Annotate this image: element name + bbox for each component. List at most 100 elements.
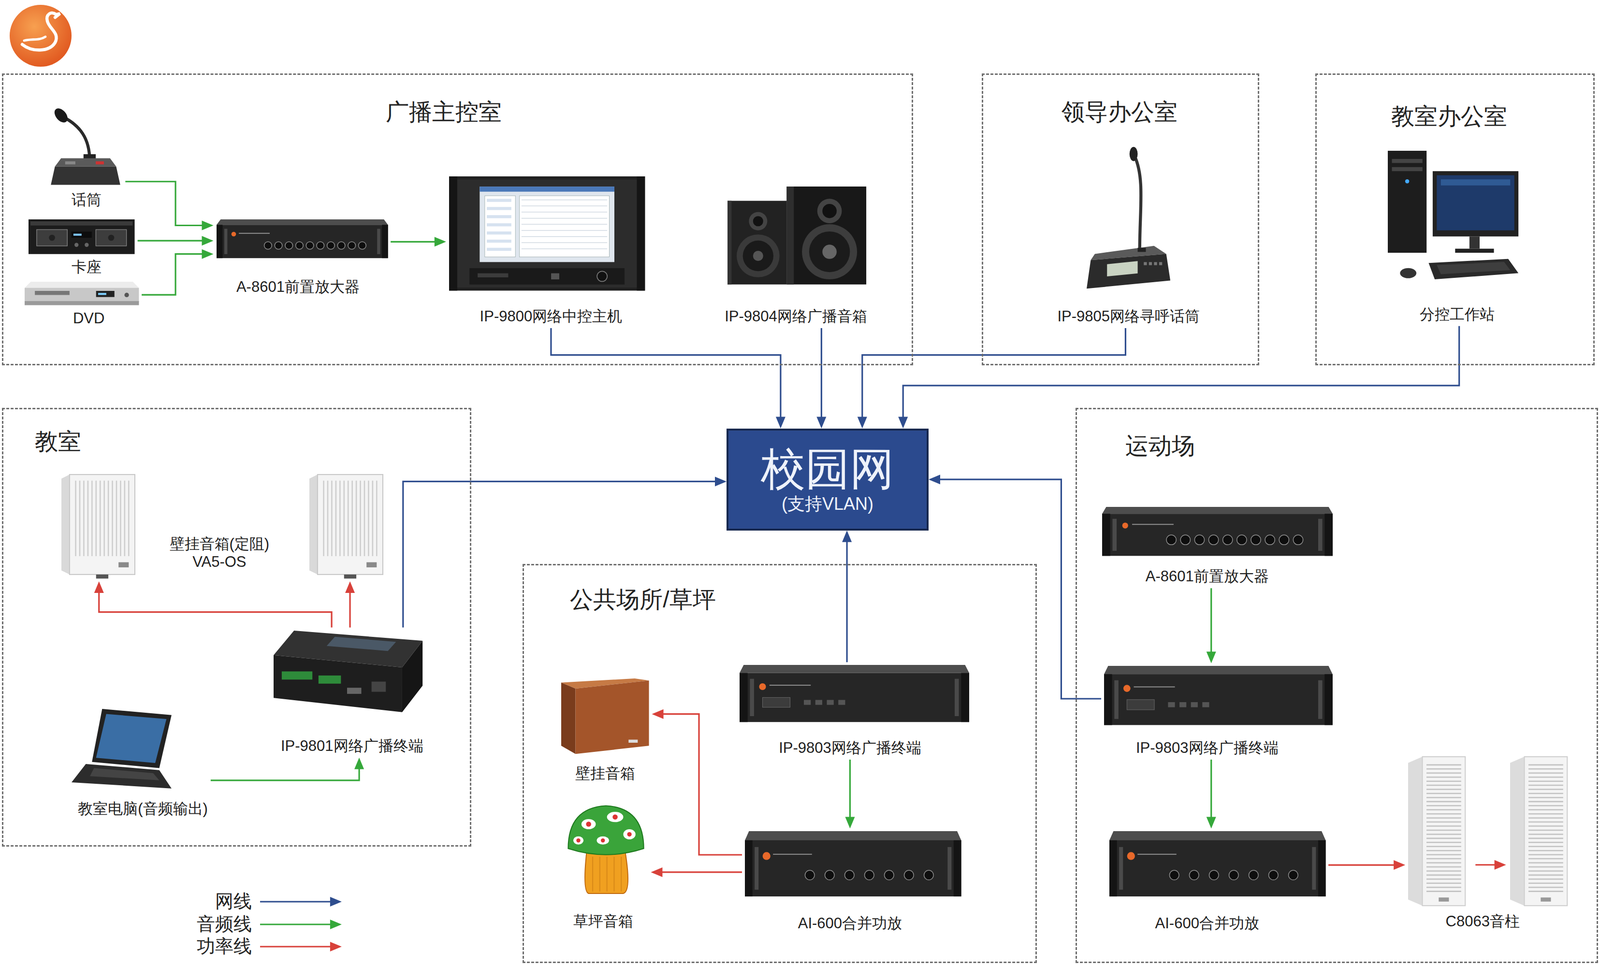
- picture-part: [1391, 159, 1423, 163]
- region-title: 教室: [34, 427, 82, 456]
- picture-part: [28, 219, 135, 255]
- picture-part: [1528, 764, 1564, 767]
- picture-part: [274, 241, 283, 250]
- picture-part: [1222, 535, 1233, 545]
- connector: [141, 249, 214, 295]
- picture-part: [1426, 838, 1462, 840]
- picture-part: [1109, 831, 1326, 841]
- picture-part: [305, 241, 314, 250]
- connector-line: [141, 254, 204, 295]
- picture-part: [596, 836, 610, 845]
- device-label: 话筒: [71, 190, 102, 209]
- device-node: IP-9800网络中控主机: [446, 173, 648, 329]
- picture-part: [607, 812, 624, 823]
- device-node: 卡座: [25, 216, 138, 280]
- picture-part: [739, 673, 970, 723]
- picture-part: [486, 207, 512, 211]
- device-picture: [1102, 507, 1333, 556]
- picture-part: [359, 480, 362, 556]
- picture-part: [95, 161, 104, 165]
- connector-line: [390, 241, 437, 243]
- picture-part: [1440, 179, 1511, 187]
- picture-part: [95, 574, 108, 579]
- picture-part: [750, 679, 755, 717]
- picture-part: [1391, 167, 1423, 172]
- picture-part: [486, 239, 512, 243]
- device-node: A-8601前置放大器: [213, 216, 392, 299]
- picture-part: [628, 739, 638, 743]
- picture-part: [1528, 817, 1564, 820]
- network-hub-box: 校园网(支持VLAN): [726, 428, 929, 531]
- picture-part: [521, 205, 608, 207]
- legend-text: 网线: [122, 890, 252, 914]
- picture-part: [1109, 840, 1326, 897]
- picture-part: [1324, 513, 1333, 556]
- picture-part: [1324, 674, 1333, 726]
- picture-part: [1426, 809, 1462, 812]
- picture-part: [103, 480, 105, 556]
- picture-part: [521, 218, 608, 219]
- picture-part: [1102, 513, 1111, 556]
- device-label: IP-9803网络广播终端: [1135, 739, 1279, 757]
- picture-part: [1475, 864, 1497, 866]
- device-node: AI-600合并功放: [1106, 828, 1329, 936]
- picture-part: [124, 292, 129, 297]
- picture-part: [1428, 259, 1519, 280]
- device-label: AI-600合并功放: [798, 914, 902, 933]
- picture-part: [521, 230, 608, 231]
- picture-part: [486, 247, 512, 251]
- picture-part: [801, 224, 858, 280]
- picture-part: [581, 819, 597, 830]
- picture-part: [838, 700, 846, 706]
- legend-row: 功率线: [122, 935, 252, 959]
- picture-part: [95, 714, 167, 764]
- picture-part: [809, 231, 850, 273]
- picture-part: [1426, 833, 1462, 836]
- picture-part: [627, 832, 632, 837]
- picture-part: [827, 700, 834, 706]
- picture-part: [1528, 776, 1564, 779]
- picture-part: [947, 847, 952, 890]
- connector-line: [862, 328, 1126, 420]
- picture-part: [51, 166, 121, 185]
- picture-part: [1426, 776, 1462, 779]
- picture-part: [1528, 846, 1564, 848]
- picture-part: [815, 700, 823, 706]
- picture-part: [954, 679, 960, 717]
- picture-part: [1541, 898, 1552, 902]
- picture-part: [1426, 866, 1462, 869]
- picture-part: [107, 480, 109, 556]
- picture-part: [612, 814, 619, 821]
- connector: [842, 530, 852, 663]
- picture-part: [449, 176, 458, 291]
- picture-part: [48, 234, 56, 242]
- picture-part: [1132, 523, 1174, 525]
- legend-swatch: [260, 895, 342, 909]
- picture-part: [1528, 862, 1564, 865]
- arrowhead: [345, 581, 355, 594]
- picture-part: [95, 229, 127, 247]
- picture-part: [584, 853, 628, 894]
- picture-part: [953, 840, 962, 897]
- picture-part: [309, 474, 318, 575]
- picture-part: [449, 176, 645, 291]
- picture-part: [281, 671, 313, 680]
- picture-part: [1528, 874, 1564, 877]
- arrowhead: [1206, 816, 1217, 829]
- picture-part: [753, 216, 764, 227]
- legend-text: 功率线: [122, 935, 252, 959]
- picture-part: [844, 871, 855, 881]
- picture-part: [1528, 829, 1564, 832]
- picture-part: [904, 871, 915, 881]
- device-picture: [273, 630, 423, 723]
- device-picture: [727, 186, 867, 285]
- arrowhead: [94, 581, 104, 594]
- picture-part: [118, 562, 129, 568]
- legend-swatch: [260, 917, 342, 932]
- picture-part: [326, 636, 396, 652]
- picture-part: [260, 945, 333, 948]
- picture-part: [1528, 870, 1564, 873]
- picture-part: [1426, 883, 1462, 885]
- picture-part: [884, 871, 894, 881]
- picture-part: [824, 871, 835, 881]
